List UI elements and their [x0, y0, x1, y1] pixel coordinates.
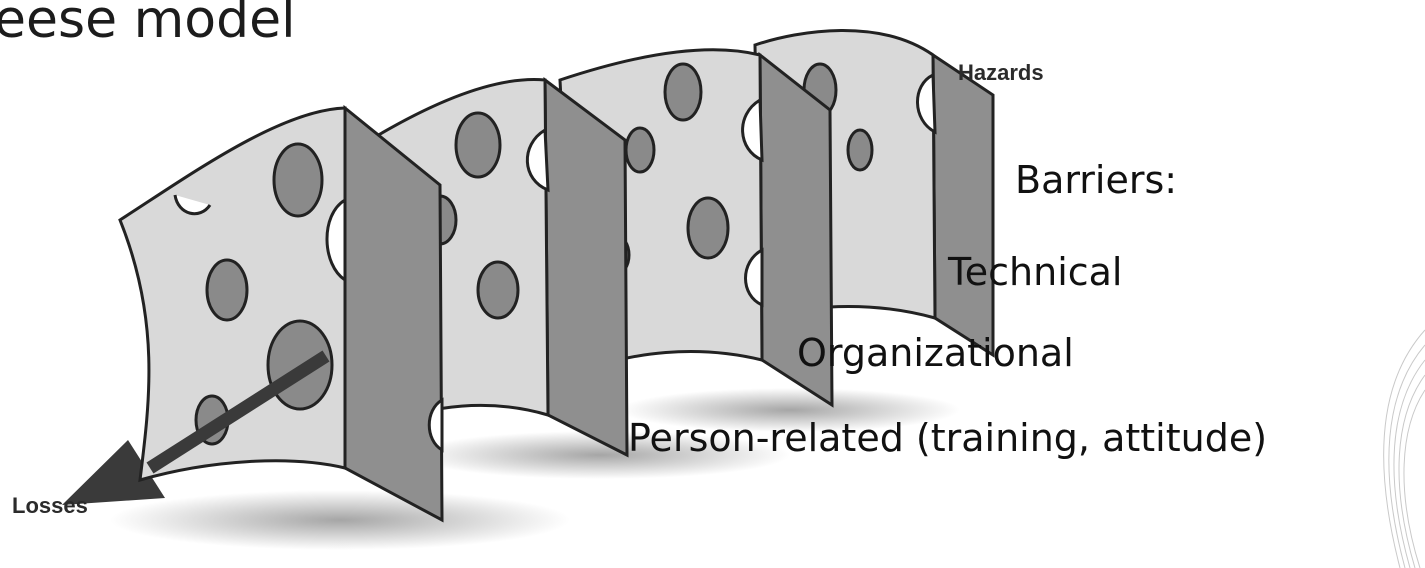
losses-label: Losses — [12, 493, 88, 518]
hazards-label: Hazards — [958, 60, 1044, 85]
barrier-technical: Technical — [948, 250, 1123, 294]
barrier-person-related: Person-related (training, attitude) — [628, 416, 1267, 460]
corner-decoration — [1384, 330, 1425, 568]
barrier-organizational: Organizational — [797, 331, 1074, 375]
barriers-heading: Barriers: — [1015, 158, 1177, 202]
